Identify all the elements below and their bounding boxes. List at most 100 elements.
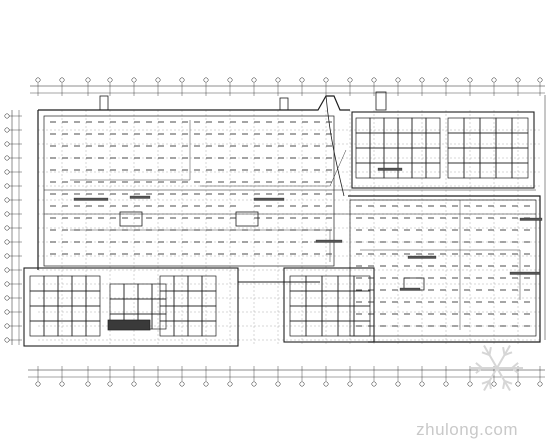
grid-bubble: [323, 381, 329, 387]
snowflake-arm: [496, 367, 511, 392]
grid-bubble: [251, 77, 257, 83]
room-cell: [85, 305, 101, 322]
parking-bay-outline: [43, 115, 335, 267]
room-cell: [425, 132, 441, 149]
room-cell: [353, 290, 371, 307]
snowflake-branch: [504, 380, 513, 385]
grid-bubble: [395, 381, 401, 387]
room-cell: [321, 290, 339, 307]
room-cell: [321, 305, 339, 322]
room-cell: [137, 298, 153, 315]
room-cell: [137, 283, 153, 300]
room-cell: [159, 320, 175, 337]
parking-bay-outline: [349, 199, 537, 337]
room-cell: [187, 305, 203, 322]
room-cell: [201, 305, 217, 322]
annotation-tag: [315, 239, 343, 243]
snowflake-branch: [488, 380, 492, 390]
grid-bubble: [4, 295, 10, 301]
room-cell: [71, 305, 87, 322]
grid-bubble: [35, 77, 41, 83]
grid-bubble: [371, 77, 377, 83]
grid-bubble: [227, 381, 233, 387]
room-cell: [355, 147, 371, 164]
room-cell: [173, 290, 189, 307]
room-cell: [337, 305, 355, 322]
room-cell: [337, 275, 355, 292]
room-cell: [57, 275, 73, 292]
grid-bubble: [59, 381, 65, 387]
room-cell: [495, 117, 513, 134]
room-cell: [495, 162, 513, 179]
grid-bubble: [4, 323, 10, 329]
snowflake-branch: [475, 362, 483, 369]
annotation-tag: [519, 217, 543, 221]
room-cell: [305, 305, 323, 322]
grid-bubble: [395, 77, 401, 83]
wiring-run: [360, 249, 521, 300]
room-cell: [425, 117, 441, 134]
room-cell: [383, 147, 399, 164]
grid-bubble: [4, 141, 10, 147]
room-cell: [43, 275, 59, 292]
room-cell: [411, 117, 427, 134]
room-cell: [511, 117, 529, 134]
room-cell: [411, 147, 427, 164]
south-west-apartment-block: [23, 267, 239, 347]
room-cell: [447, 162, 465, 179]
room-cell: [151, 283, 167, 300]
grid-bubble: [537, 77, 543, 83]
grid-bubble: [227, 77, 233, 83]
grid-bubble: [419, 381, 425, 387]
room-cell: [289, 290, 307, 307]
grid-bubble: [155, 381, 161, 387]
room-cell: [29, 275, 45, 292]
room-cell: [463, 162, 481, 179]
room-cell: [353, 320, 371, 337]
grid-bubble: [4, 211, 10, 217]
east-wall: [348, 195, 541, 343]
snowflake-logo-icon: [471, 344, 523, 392]
distribution-box: [235, 211, 259, 227]
grid-bubble: [371, 381, 377, 387]
snowflake-arm: [483, 344, 498, 369]
room-cell: [187, 275, 203, 292]
wiring-run: [70, 120, 191, 181]
room-cell: [173, 305, 189, 322]
grid-bubble: [299, 381, 305, 387]
room-cell: [305, 290, 323, 307]
annotation-tag: [73, 197, 109, 201]
grid-bubble: [4, 337, 10, 343]
wiring-run: [200, 149, 347, 187]
grid-bubble: [107, 77, 113, 83]
room-cell: [29, 320, 45, 337]
room-cell: [411, 162, 427, 179]
grid-bubble: [4, 267, 10, 273]
room-cell: [85, 290, 101, 307]
annotation-tags: [73, 167, 543, 291]
grid-bubble: [179, 77, 185, 83]
grid-bubble: [347, 77, 353, 83]
room-cell: [353, 305, 371, 322]
grid-bubble: [4, 309, 10, 315]
grid-bubble: [515, 381, 521, 387]
grid-bubble: [4, 253, 10, 259]
room-cell: [447, 147, 465, 164]
grid-bubble: [4, 239, 10, 245]
snowflake-arm: [483, 367, 498, 392]
room-cell: [383, 132, 399, 149]
snowflake-branch: [502, 346, 506, 356]
room-cell: [123, 298, 139, 315]
room-cell: [201, 275, 217, 292]
room-cell: [201, 290, 217, 307]
grid-bubble: [419, 77, 425, 83]
room-cell: [369, 132, 385, 149]
grid-bubble: [4, 127, 10, 133]
room-cell: [495, 147, 513, 164]
snowflake-branch: [502, 380, 506, 390]
grid-bubble: [323, 77, 329, 83]
apartment-core-rooms: [23, 111, 535, 347]
room-cell: [447, 117, 465, 134]
snowflake-branch: [481, 351, 490, 356]
